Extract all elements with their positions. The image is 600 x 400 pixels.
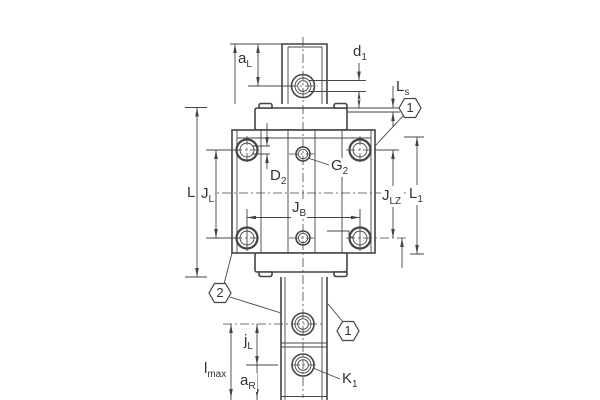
dim-label-JB: JB — [291, 199, 308, 219]
dim-aL — [230, 43, 294, 104]
dim-label-JL: JL — [200, 185, 216, 205]
end-plate-lugs-top — [258, 102, 348, 109]
callout-hexagon-left-2 — [208, 282, 232, 304]
top-rail — [281, 43, 328, 104]
dim-JL — [206, 149, 240, 239]
callout-leaders — [223, 115, 404, 323]
dim-L — [185, 107, 207, 278]
dim-label-G2: G2 — [330, 157, 350, 177]
leader-K1 — [312, 367, 341, 380]
callout-hexagon-top-1 — [398, 97, 422, 119]
carriage — [231, 102, 376, 278]
carriage-step-notch — [327, 230, 353, 238]
carriage-end-plate-bottom — [254, 252, 348, 273]
end-plate-lugs-bottom — [258, 271, 348, 278]
dim-label-L: L — [186, 185, 197, 204]
callout-hexagon-bottom-1 — [336, 320, 360, 342]
dim-D2 — [252, 123, 270, 169]
dim-label-d1: d1 — [352, 43, 368, 63]
dim-label-aR: aR — [239, 372, 257, 392]
dim-label-JLZ: JLZ — [381, 187, 403, 207]
dimension-lines — [185, 43, 425, 400]
dim-label-L1: L1 — [408, 185, 424, 205]
carriage-body-lines — [236, 130, 372, 253]
dim-label-Ls: Ls — [395, 78, 411, 98]
callout-number-bottom: 1 — [344, 323, 352, 338]
callout-number-left: 2 — [216, 285, 224, 300]
dimension-arrowheads — [195, 44, 419, 398]
dim-label-K1: K1 — [341, 370, 359, 390]
dim-label-aL: aL — [237, 50, 253, 70]
callout-number-top: 1 — [406, 100, 414, 115]
dim-d1 — [309, 62, 366, 108]
callout-hexagons — [208, 97, 422, 342]
dim-label-jL: jL — [243, 332, 254, 352]
carriage-end-plate-top — [254, 107, 348, 131]
bottom-rail — [280, 277, 328, 400]
leader-G2 — [307, 157, 330, 166]
dim-Ls — [347, 86, 400, 126]
dim-label-D2: D2 — [269, 167, 288, 187]
dim-label-lmax: lmax — [203, 360, 228, 380]
